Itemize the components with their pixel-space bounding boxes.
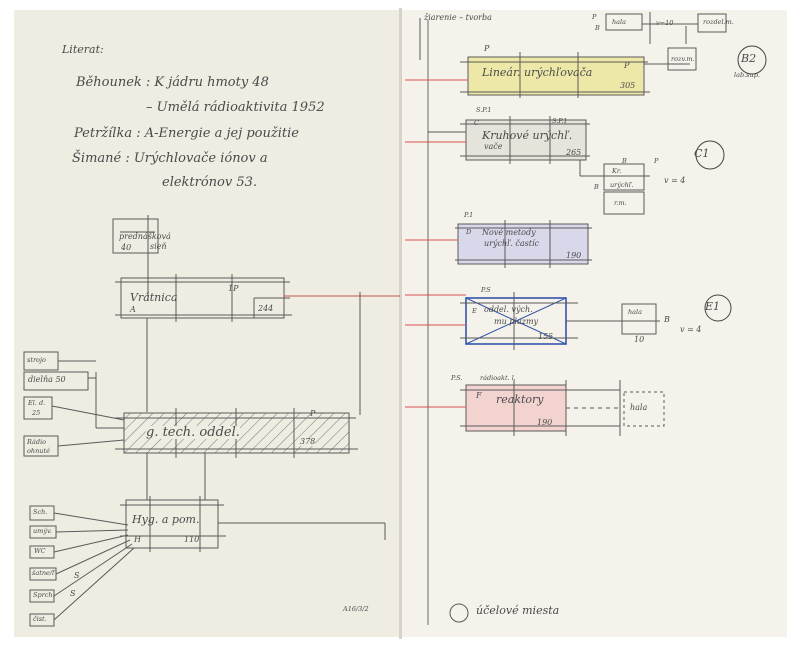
left-page [14,10,400,637]
oddel-area: 155 [538,332,554,341]
c1-b: B [622,157,627,165]
kruh-block [465,119,587,161]
footer-circle [449,603,469,623]
gtech-area: 378 [300,437,316,446]
b2-label: B2 [741,52,757,65]
side-box-25: 25 [32,409,41,417]
hyg-block [125,499,219,549]
e1-b: B [664,315,670,324]
e1-hala: hala [628,308,643,316]
page-fold [399,8,402,639]
side-box-sprch: Sprch. [33,591,55,599]
e1-v: v = 4 [680,325,702,334]
hyg-letter: H [134,535,141,544]
reakt-letter: F [476,391,482,400]
nove-code: P.1 [464,211,474,219]
gtech-name: g. tech. oddel. [146,425,240,440]
side-box-sch: Sch. [33,508,48,516]
legend-hala: hala [612,18,627,26]
literature-heading: Literat: [62,43,104,56]
side-box-wc: WC [34,547,46,555]
linear-code: P [484,44,490,53]
prednaskova-line2: sieň [150,242,167,251]
oddel-name: oddel. vých. [484,305,533,314]
prednaskova-num: 40 [121,243,132,252]
reakt-block [465,384,567,432]
e1-label: E1 [705,300,721,313]
side-box-ohnute: ohnuté [27,447,50,455]
nove-letter: D [466,228,472,236]
hyg-area: 110 [184,535,200,544]
c1-p: P [654,157,659,165]
reakt-label: rádioakt. l. [480,374,516,382]
reference-2: – Umělá rádioaktivita 1952 [146,100,325,115]
reakt-hala: hala [630,403,648,412]
vratnica-area: 244 [258,304,274,313]
kruh-letter: C [474,119,479,127]
reakt-code: P.S. [451,374,463,382]
linear-area: 305 [620,81,636,90]
nove-block [457,223,589,265]
side-box-eld: El. d. [28,399,46,407]
c1-v: v = 4 [664,176,686,185]
b2-sub: lab.sup. [734,71,760,79]
c1-rozv: r.m. [614,199,627,207]
reference-4: Šimané : Urýchlovače iónov a [72,151,268,166]
side-box-dielna: dielňa 50 [28,375,66,384]
side-box-radio: Rádio [27,438,47,446]
vratnica-name: Vrátnica [130,291,178,304]
oddel-letter: E [472,307,477,315]
b2-circle [737,45,767,75]
kruh-line2: vače [484,142,503,151]
reakt-name: reaktory [496,393,544,406]
side-box-cist: čist. [33,615,47,623]
linear-block [467,56,645,96]
legend-p: P [592,13,597,21]
oddel-code: P.S [481,286,491,294]
footer-label: účelové miesta [476,604,560,617]
nove-name: Nové metody [482,228,536,237]
side-box-umyv: umýv. [33,527,52,535]
legend-rozdel: rozdel.m. [703,18,734,26]
c1-uryc: urýchľ. [610,181,634,189]
vratnica-code: 1P [228,284,239,293]
side-letter-2: S [70,589,76,598]
hyg-name: Hyg. a pom. [132,513,200,526]
e1-ten: 10 [634,335,645,344]
top-label: žiarenie – tvorba [424,13,492,22]
kruh-name: Kruhové urýchľ. [482,129,573,142]
c1-kr: Kr. [612,167,622,175]
e1-circle [704,294,732,322]
legend-rozv: rozv.m. [671,55,695,63]
kruh-code: S.P.1 [476,106,492,114]
reference-1: Běhounek : K jádru hmoty 48 [76,75,269,90]
c1-label: C1 [694,147,710,160]
linear-name: Lineár. urýchľovača [482,66,593,79]
c1-b2: B [594,183,599,191]
reference-5: elektrónov 53. [162,175,258,190]
reakt-area: 190 [537,418,553,427]
prednaskova-label: prednášková [119,232,171,241]
side-box-strojo: strojo [27,356,46,364]
catalog-number: A16/3/2 [343,605,369,613]
vratnica-letter: A [130,305,136,314]
legend-b: B [595,24,600,32]
side-letter-1: S [74,571,80,580]
nove-line2: urýchľ. častíc [484,239,540,248]
kruh-area: 265 [566,148,582,157]
gtech-code: P [310,409,316,418]
oddel-line2: mu plazmy [494,317,539,326]
side-box-satne: šatne/ľ [32,569,55,577]
nove-area: 190 [566,251,582,260]
legend-v10: v=10 [656,19,674,27]
reference-3: Petržílka : A-Energie a jej použitie [74,126,299,141]
linear-p: P [624,61,630,70]
c1-circle [695,140,725,170]
kruh-sp: S.P.1 [552,117,568,125]
